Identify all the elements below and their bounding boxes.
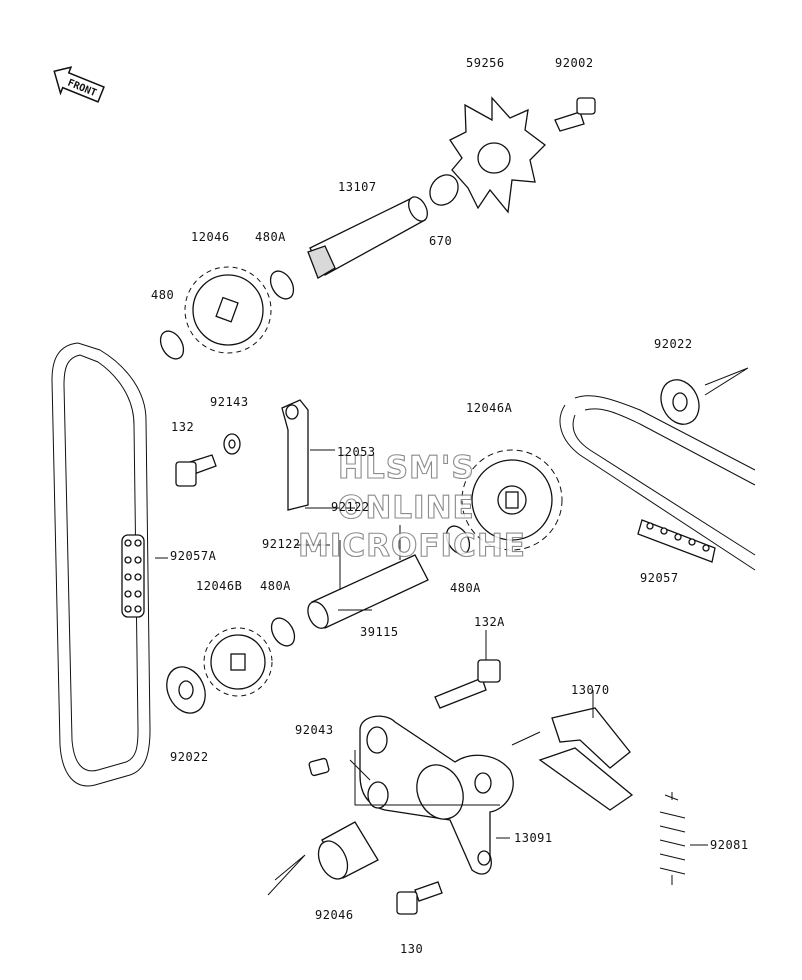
- label-92057: 92057: [640, 571, 679, 585]
- tensioner-13070: [538, 707, 634, 811]
- bolt-130: [396, 881, 443, 915]
- label-480a-right: 480A: [450, 581, 481, 595]
- washer-92143: [223, 433, 241, 455]
- label-13107: 13107: [338, 180, 377, 194]
- circlip-480a-top: [269, 270, 295, 300]
- watermark-line-3: MICROFICHE: [298, 528, 526, 564]
- sprocket-12046a: [461, 449, 563, 551]
- label-13070: 13070: [571, 683, 610, 697]
- arm-13091: [359, 715, 514, 875]
- chain-left: [51, 342, 151, 787]
- label-92057a: 92057A: [170, 549, 217, 563]
- label-92022-left: 92022: [170, 750, 209, 764]
- label-92002: 92002: [555, 56, 594, 70]
- label-480: 480: [151, 288, 174, 302]
- star-wheel-59256: [449, 96, 546, 214]
- label-670: 670: [429, 234, 452, 248]
- sprocket-12046: [184, 266, 272, 354]
- bracket-12053: [281, 399, 309, 511]
- o-ring-670: [429, 174, 459, 206]
- washer-92022-left: [166, 666, 206, 714]
- sprocket-12046b: [203, 627, 273, 697]
- chain-right: [559, 395, 756, 571]
- master-link-left: [121, 534, 145, 618]
- label-92081: 92081: [710, 838, 749, 852]
- bolt-132: [175, 454, 217, 487]
- watermark: HLSM'S ONLINE MICROFICHE: [297, 449, 526, 564]
- label-132a: 132A: [474, 615, 505, 629]
- label-480a-top: 480A: [255, 230, 286, 244]
- label-92122-b: 92122: [262, 537, 301, 551]
- label-92143: 92143: [210, 395, 249, 409]
- label-92022-right: 92022: [654, 337, 693, 351]
- label-12053: 12053: [337, 445, 376, 459]
- label-92122-a: 92122: [331, 500, 370, 514]
- front-arrow-icon: FRONT: [53, 66, 105, 103]
- part-labels: 59256 92002 13107 670 12046 480A 480 920…: [151, 56, 749, 956]
- spring-92081: [659, 792, 686, 885]
- label-92046: 92046: [315, 908, 354, 922]
- bolt-92002: [554, 97, 596, 132]
- label-12046a: 12046A: [466, 401, 513, 415]
- label-39115: 39115: [360, 625, 399, 639]
- label-130: 130: [400, 942, 423, 956]
- circlip-480a-mid: [270, 617, 296, 647]
- bearing-92046: [317, 821, 379, 880]
- leader-lines: [155, 367, 749, 896]
- bolt-132a: [434, 659, 501, 709]
- master-link-right: [637, 519, 716, 563]
- label-132: 132: [171, 420, 194, 434]
- label-13091: 13091: [514, 831, 553, 845]
- label-59256: 59256: [466, 56, 505, 70]
- label-92043: 92043: [295, 723, 334, 737]
- shaft-13107: [307, 196, 428, 279]
- label-12046b: 12046B: [196, 579, 242, 593]
- washer-92022-right: [660, 379, 700, 425]
- circlip-480a-right: [445, 525, 471, 555]
- pin-92043: [308, 757, 330, 777]
- label-480a-mid: 480A: [260, 579, 291, 593]
- watermark-line-2: ONLINE: [338, 490, 475, 526]
- circlip-480: [159, 330, 185, 360]
- label-12046: 12046: [191, 230, 230, 244]
- watermark-line-1: HLSM'S: [338, 450, 475, 486]
